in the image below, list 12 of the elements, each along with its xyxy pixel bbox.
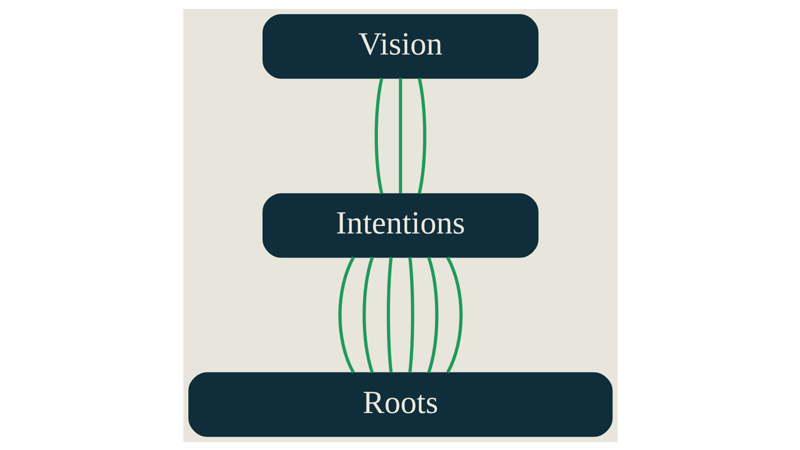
connector [426, 256, 438, 373]
connector [446, 256, 462, 373]
connector [338, 256, 354, 373]
node-box: Intentions [262, 192, 538, 258]
node-box: Roots [188, 372, 612, 436]
connector [417, 77, 426, 194]
connector [398, 78, 402, 194]
connector [408, 256, 414, 372]
node-box: Vision [262, 14, 538, 78]
connector [386, 256, 392, 372]
connector [362, 256, 374, 373]
connector [374, 77, 383, 194]
